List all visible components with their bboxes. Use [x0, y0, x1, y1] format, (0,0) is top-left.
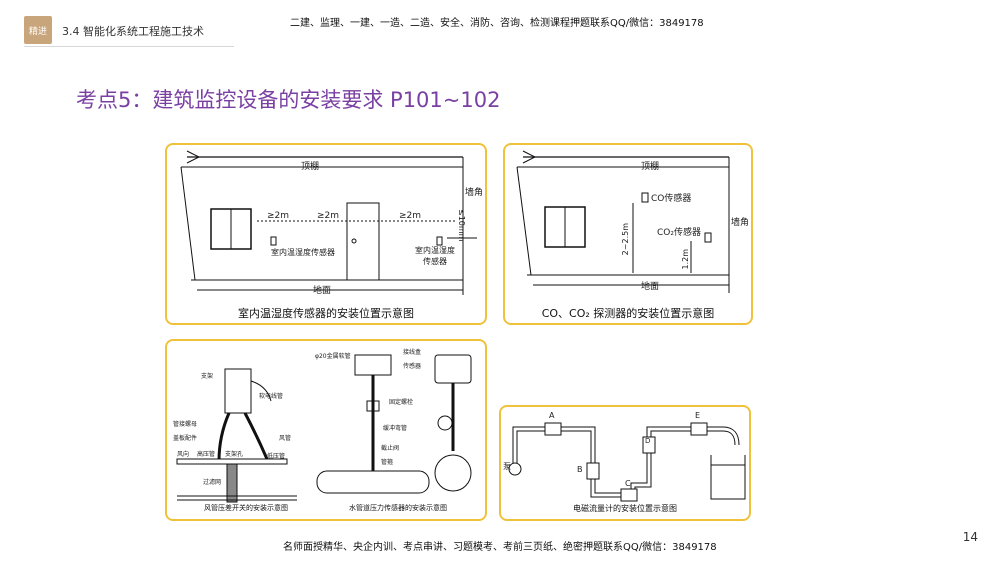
humidity-caption: 室内温湿度传感器的安装位置示意图 — [238, 307, 414, 320]
humidity-sensor-right-2: 传感器 — [423, 257, 447, 266]
pipe-label-sensor: 传感器 — [403, 363, 422, 370]
co-sensor-diagram — [516, 150, 730, 293]
duct-label-hole: 支架孔 — [225, 451, 244, 458]
flow-point-c: C — [625, 479, 631, 488]
humidity-corner-label: 墙角 — [465, 188, 484, 198]
duct-label-filter: 过滤网 — [203, 479, 222, 486]
flowmeter-panel: 泵 A B C D E 电磁流量计的安装位置示意图 — [499, 405, 751, 521]
humidity-ceiling-label: 顶棚 — [301, 162, 320, 172]
humidity-floor-label: 地面 — [313, 286, 332, 296]
pipe-label-clamp: 管箍 — [381, 459, 394, 466]
duct-caption: 风管压差开关的安装示意图 — [204, 504, 288, 512]
duct-label-duct: 风管 — [279, 435, 292, 442]
flow-point-a: A — [549, 411, 555, 420]
pipe-caption: 水管道压力传感器的安装示意图 — [349, 504, 447, 512]
co-floor-label: 地面 — [641, 282, 660, 292]
humidity-sensor-diagram — [180, 150, 477, 295]
duct-label-conduit: 软电线管 — [259, 393, 284, 400]
bottom-notice: 名师面授精华、央企内训、考点串讲、习题模考、考前三页纸、绝密押题联系QQ/微信：… — [283, 542, 717, 553]
flow-pump-label: 泵 — [503, 462, 511, 471]
pipe-label-valve: 截止阀 — [381, 445, 400, 452]
duct-label-high: 高压管 — [197, 451, 216, 458]
pressure-diagram — [176, 354, 472, 503]
humidity-height-label: ≤10mm — [457, 209, 466, 242]
header-divider — [24, 46, 234, 47]
humidity-sensor-right-1: 室内温湿度 — [415, 246, 455, 255]
flow-point-d: D — [645, 437, 651, 445]
co-height-label: 2~2.5m — [621, 223, 630, 256]
pipe-label-junction: 接线盒 — [403, 349, 422, 356]
flow-point-b: B — [577, 465, 583, 474]
humidity-sensor-panel: 顶棚 墙角 ≥2m ≥2m ≥2m ≤10mm 室内温湿度传感器 室内温湿度 传… — [165, 143, 487, 325]
co2-sensor-label: CO₂传感器 — [657, 228, 701, 238]
flowmeter-diagram — [508, 422, 746, 502]
humidity-dist-3: ≥2m — [399, 211, 422, 221]
co-sensor-panel: 顶棚 CO传感器 墙角 CO₂传感器 2~2.5m 1.2m 地面 CO、CO₂… — [503, 143, 753, 325]
duct-label-low: 低压管 — [267, 453, 286, 460]
page-title: 考点5：建筑监控设备的安装要求 P101~102 — [76, 88, 501, 112]
pipe-label-bolt: 固定螺栓 — [389, 399, 414, 406]
co-corner-label: 墙角 — [731, 218, 750, 228]
humidity-sensor-left: 室内温湿度传感器 — [271, 248, 335, 257]
co-ceiling-label: 顶棚 — [641, 162, 660, 172]
co-sensor-label: CO传感器 — [651, 194, 692, 204]
flowmeter-caption: 电磁流量计的安装位置示意图 — [573, 504, 677, 513]
pipe-label-hose: φ20金属软管 — [315, 353, 351, 360]
humidity-dist-1: ≥2m — [267, 211, 290, 221]
top-notice: 二建、监理、一建、一造、二造、安全、消防、咨询、检测课程押题联系QQ/微信：38… — [290, 18, 704, 29]
duct-label-wind: 风向 — [177, 451, 190, 458]
humidity-dist-2: ≥2m — [317, 211, 340, 221]
brand-badge: 精进 — [24, 16, 52, 44]
duct-label-nut: 管接螺母 — [173, 421, 198, 428]
pressure-panel: 支架 软电线管 管接螺母 盖板配件 风管 风向 高压管 支架孔 低压管 过滤网 … — [165, 339, 487, 521]
duct-label-bracket: 支架 — [201, 373, 214, 380]
section-title: 3.4 智能化系统工程施工技术 — [62, 25, 204, 38]
duct-label-fitting: 盖板配件 — [173, 435, 198, 442]
pipe-label-buffer: 缓冲弯管 — [383, 425, 408, 432]
page-number: 14 — [962, 530, 978, 544]
co2-height-label: 1.2m — [681, 249, 690, 270]
co-caption: CO、CO₂ 探测器的安装位置示意图 — [541, 307, 715, 320]
flow-point-e: E — [695, 411, 701, 420]
